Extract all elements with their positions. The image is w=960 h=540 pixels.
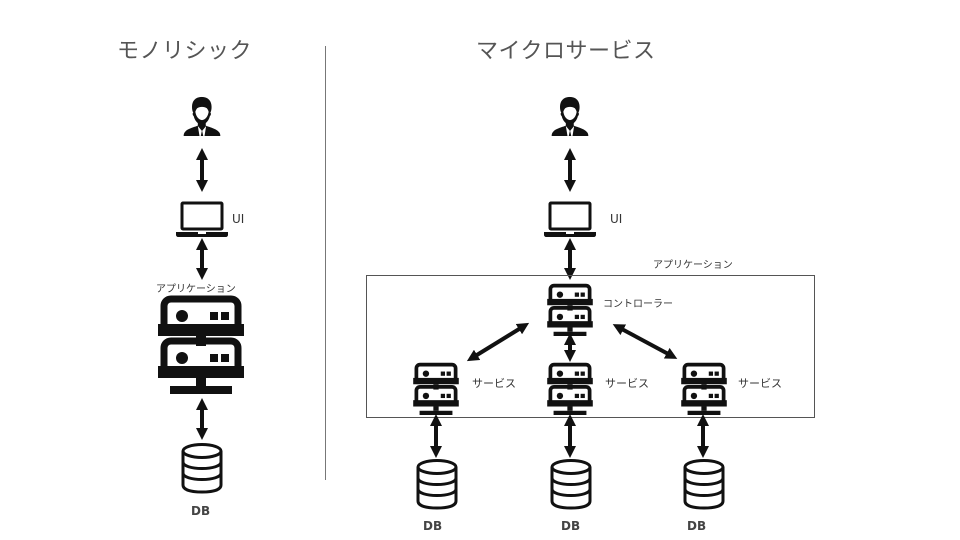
service-label: サービス	[472, 377, 516, 390]
ui-label: UI	[232, 212, 245, 226]
user-ui-arrow	[196, 148, 208, 192]
application-box	[366, 275, 815, 418]
app-label: アプリケーション	[156, 284, 236, 295]
arrow-controller-service-3	[612, 324, 678, 359]
monolith-title: モノリシック	[117, 39, 253, 64]
user-icon	[182, 92, 222, 140]
arrow-controller-service-1	[466, 322, 530, 362]
server-icon	[156, 294, 246, 394]
database-icon	[682, 458, 726, 510]
laptop-icon	[176, 201, 228, 237]
microservices-title: マイクロサービス	[476, 39, 656, 64]
database-icon	[180, 442, 224, 494]
user-ui-arrow	[564, 148, 576, 192]
ui-app-arrow	[196, 238, 208, 280]
app-db-arrow	[196, 398, 208, 440]
laptop-icon	[544, 201, 596, 237]
app-label: アプリケーション	[653, 260, 733, 271]
service-db-arrow	[697, 414, 709, 458]
db-label: DB	[423, 519, 443, 533]
user-icon	[550, 92, 590, 140]
ui-label: UI	[610, 212, 623, 226]
divider	[325, 46, 326, 480]
service-db-arrow	[430, 414, 442, 458]
db-label: DB	[687, 519, 707, 533]
service-label: サービス	[738, 377, 782, 390]
service-label: サービス	[605, 377, 649, 390]
db-label: DB	[561, 519, 581, 533]
service-server-icon	[546, 362, 594, 415]
controller-label: コントローラー	[603, 299, 673, 310]
service-server-icon	[680, 362, 728, 415]
database-icon	[415, 458, 459, 510]
service-server-icon	[412, 362, 460, 415]
database-icon	[549, 458, 593, 510]
service-db-arrow	[564, 414, 576, 458]
db-label: DB	[191, 504, 211, 518]
controller-service-arrows	[466, 322, 678, 362]
ui-controller-arrow	[564, 238, 576, 280]
